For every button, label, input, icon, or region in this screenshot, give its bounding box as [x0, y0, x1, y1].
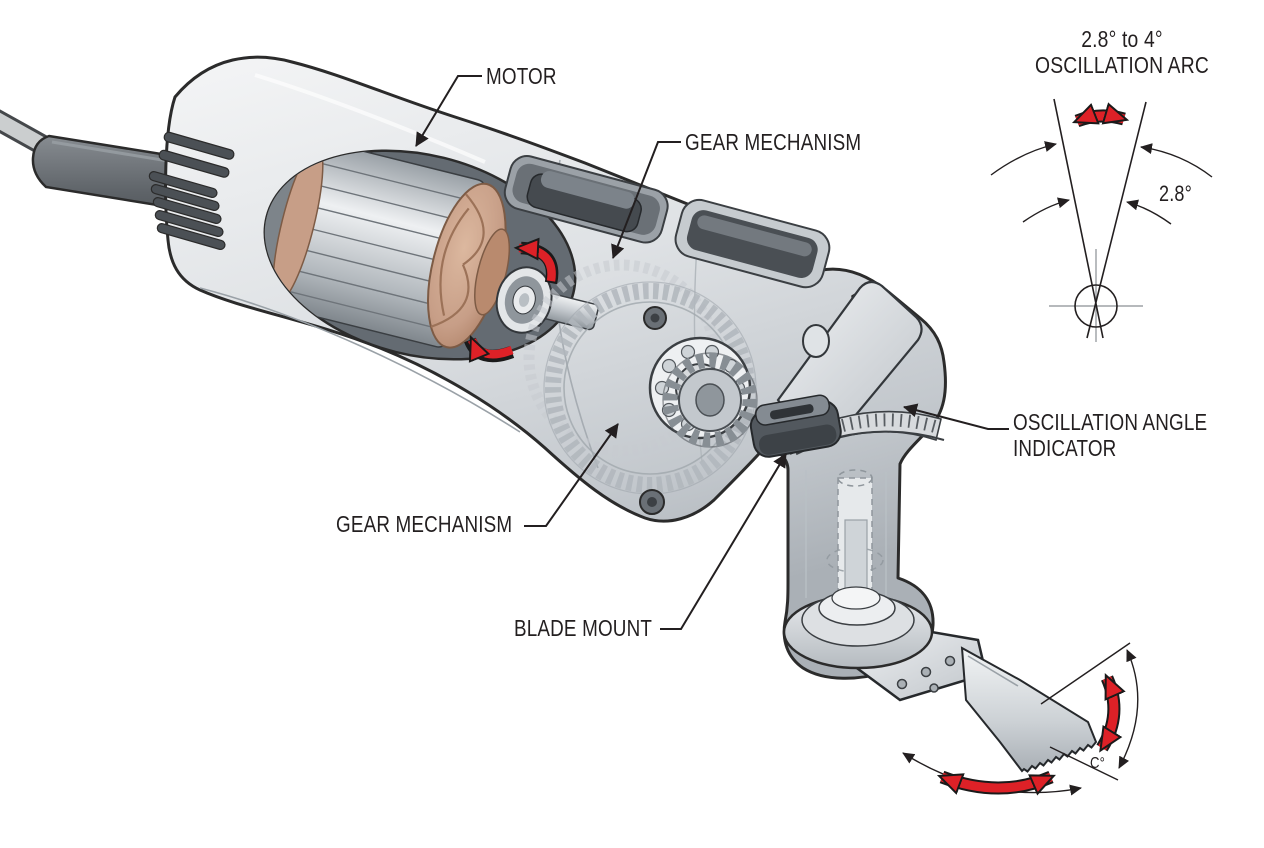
motor-armature	[246, 139, 511, 349]
outer-arc-right	[1140, 143, 1213, 178]
housing-screws	[639, 306, 667, 515]
leader-motor	[415, 75, 482, 147]
head-cylinder	[805, 469, 887, 598]
motor-cutaway	[246, 139, 599, 363]
pinion-gear	[662, 352, 758, 448]
angle-line-lower	[1049, 746, 1119, 781]
red-oscillation-arrow-right	[1096, 673, 1126, 753]
label-gear-mechanism-top: GEAR MECHANISM	[685, 129, 862, 155]
oscillation-arc-diagram	[990, 98, 1213, 342]
rotation-arrow-top	[513, 237, 559, 285]
red-oscillation-arc-arrow	[1071, 102, 1130, 128]
pivot-circle	[1074, 284, 1118, 328]
saw-blade	[960, 646, 1098, 773]
oscillation-arc-title-line2: OSCILLATION ARC	[1035, 51, 1209, 78]
body-highlight-seam	[254, 73, 486, 164]
clamp-lever	[749, 394, 842, 458]
yoke-hole	[802, 324, 830, 358]
blade-oscillation-annotation	[902, 642, 1139, 796]
vent-slots	[148, 131, 235, 251]
angle-line-upper	[1040, 642, 1131, 705]
label-motor: MOTOR	[486, 63, 557, 89]
rotation-arrow-bottom	[464, 334, 515, 363]
label-blade-angle: C°	[1090, 755, 1106, 772]
label-gear-mechanism-side: GEAR MECHANISM	[336, 511, 513, 537]
arc-line-right	[1086, 101, 1147, 339]
gear-housing-recess	[674, 198, 831, 289]
blade-flange	[782, 586, 934, 670]
spindle	[844, 519, 868, 591]
leader-oscillation-indicator	[903, 403, 1009, 430]
blade-rivets	[896, 655, 956, 693]
inner-arc-right	[1126, 199, 1172, 225]
oscillation-arc-title: 2.8° to 4° OSCILLATION ARC	[1030, 26, 1215, 79]
leader-gear-top	[611, 141, 681, 259]
red-oscillation-arrow-bottom	[936, 770, 1056, 796]
leader-gear-side	[524, 423, 619, 527]
label-inner-angle: 2.8°	[1159, 181, 1192, 206]
inner-arc-left	[1022, 197, 1070, 223]
leader-lines	[415, 75, 1009, 630]
yoke-arm	[776, 280, 923, 432]
outer-arc-left	[990, 141, 1057, 176]
arc-right	[1118, 649, 1139, 769]
leader-blade-mount	[660, 453, 787, 630]
label-blade-mount: BLADE MOUNT	[514, 615, 653, 641]
oscillation-arc-title-line1: 2.8° to 4°	[1081, 26, 1163, 52]
label-oscillation-angle-indicator: OSCILLATION ANGLE INDICATOR	[1013, 409, 1208, 461]
body-seam	[199, 287, 521, 433]
arc-line-left	[1053, 98, 1104, 339]
